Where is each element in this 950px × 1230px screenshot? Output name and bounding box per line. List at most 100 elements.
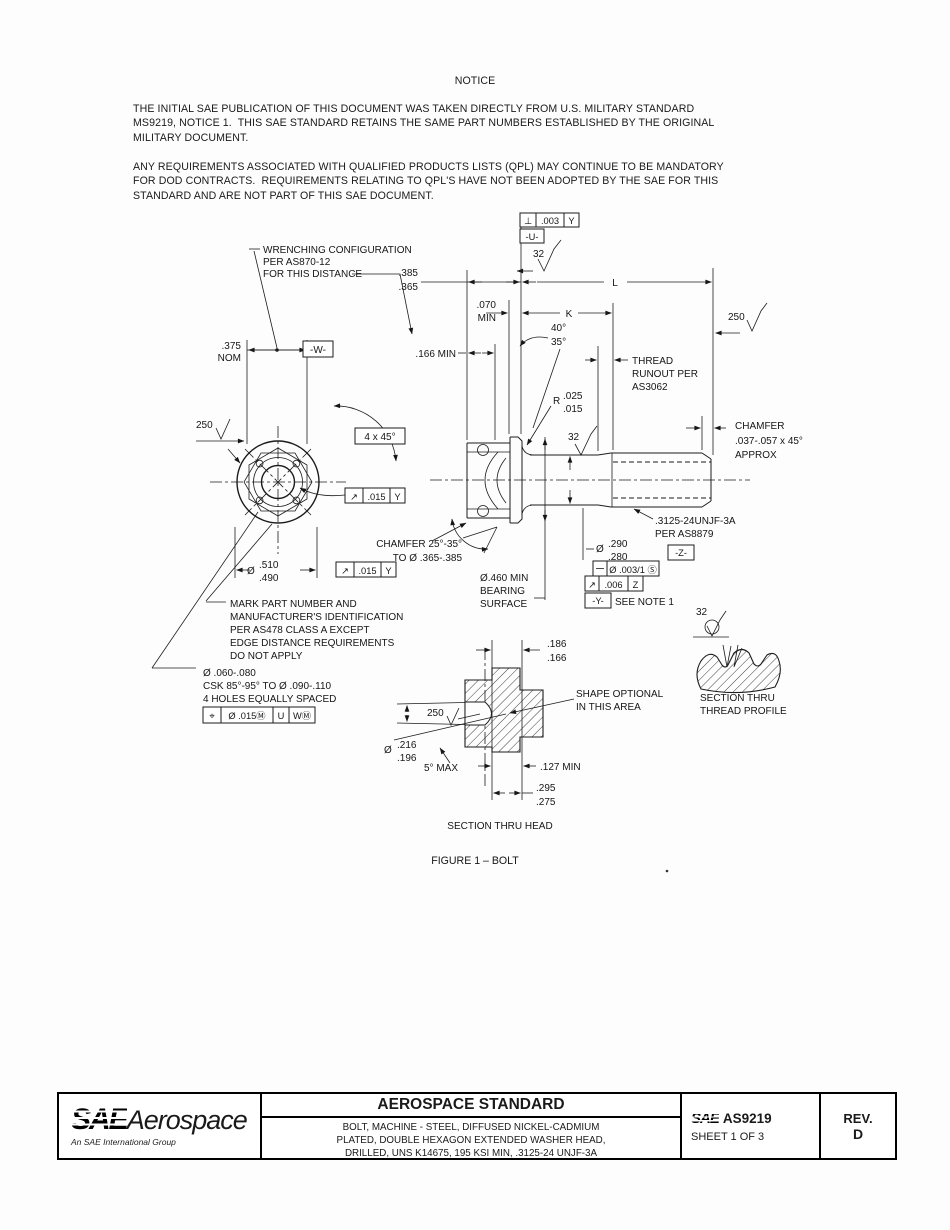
dim-text: .216	[397, 740, 417, 751]
note-line: APPROX	[735, 450, 777, 461]
finish-value: 250	[427, 708, 444, 719]
sae-logo-small-icon: SAE	[691, 1109, 720, 1127]
fcf-runout-015-upper: ↗ .015 Y	[299, 487, 406, 504]
revision-cell: REV. D	[821, 1094, 895, 1158]
dim-text: 35°	[551, 337, 566, 348]
datum-label: -Y-	[592, 596, 604, 606]
wrenching-note: WRENCHING CONFIGURATION PER AS870-12 FOR…	[249, 245, 414, 352]
datum-z-box	[667, 544, 695, 561]
notice-line: STANDARD AND ARE NOT PART OF THIS SAE DO…	[133, 189, 434, 202]
stray-dot	[665, 869, 669, 873]
finish-value: 32	[696, 607, 708, 618]
side-view	[466, 436, 712, 524]
fcf-value: .006	[604, 580, 622, 590]
dim-166-min: .166 MIN	[415, 349, 494, 360]
section-caption: SECTION THRU HEAD	[447, 821, 552, 832]
chamfer-note-thread-end: CHAMFER .037-.057 x 45° APPROX	[686, 421, 803, 461]
document-type: AEROSPACE STANDARD	[262, 1094, 680, 1118]
surface-finish-icon	[574, 425, 598, 456]
section-caption: SECTION THRU	[700, 693, 775, 704]
radius-note: R .025 .015	[526, 391, 583, 446]
datum-y-box	[584, 592, 612, 609]
fcf-datum: Y	[385, 566, 391, 576]
note-line: PER AS870-12	[263, 257, 331, 268]
datum-label: -U-	[526, 232, 539, 242]
document-number: AS9219	[722, 1110, 772, 1126]
section-thru-thread: 32 SECTION THRU THREAD PROFILE	[693, 607, 787, 717]
finish-value: 32	[568, 432, 580, 443]
note-line: RUNOUT PER	[632, 369, 698, 380]
notice-line: MS9219, NOTICE 1. THIS SAE STANDARD RETA…	[133, 117, 715, 130]
section-thru-head: .186 .166 SHAPE OPTIONAL IN THIS AREA 25…	[384, 639, 664, 832]
dim-text: .166	[547, 653, 567, 664]
dim-text: .275	[536, 797, 556, 808]
dim-dia-290: Ø .290 .280 Ø .003/1 Ⓢ ↗ .006 Z -Y- SEE …	[567, 456, 674, 609]
end-view	[236, 440, 320, 524]
dim-dia-510: Ø .510 .490 ↗ .015 Y	[234, 527, 397, 584]
datum-u-box	[519, 228, 545, 244]
note-line: MARK PART NUMBER AND	[230, 599, 357, 610]
notice-line: THE INITIAL SAE PUBLICATION OF THIS DOCU…	[133, 103, 695, 115]
fcf-value: Ø .003/1 Ⓢ	[609, 565, 657, 575]
dim-text: .290	[608, 539, 628, 550]
fcf-value: .015	[367, 492, 385, 502]
dim-text: L	[612, 278, 618, 289]
dim-text: 40°	[551, 323, 566, 334]
figure-caption: FIGURE 1 – BOLT	[431, 855, 519, 867]
fcf-datum: WⓂ	[293, 711, 311, 721]
sheet-number: SHEET 1 OF 3	[691, 1130, 765, 1143]
title-block: SAE Aerospace An SAE International Group…	[57, 1092, 897, 1160]
datum-label: -W-	[310, 345, 326, 356]
runout-symbol: ↗	[350, 492, 358, 502]
note-line: AS3062	[632, 382, 668, 393]
dim-text: 5° MAX	[424, 763, 458, 774]
dim-text: .015	[563, 404, 583, 415]
note-line: CHAMFER 25°-35°	[376, 539, 462, 550]
surface-finish-250-endview: 250	[196, 418, 245, 464]
fcf-datum: Y	[568, 216, 574, 226]
note-line: Ø.460 MIN	[480, 573, 528, 584]
dim-text: .365	[399, 282, 419, 293]
position-symbol: ⌖	[209, 711, 214, 721]
note-line: FOR THIS DISTANCE	[263, 269, 362, 280]
note-line: SEE NOTE 1	[615, 597, 674, 608]
dim-text: .196	[397, 753, 417, 764]
dim-text: .186	[547, 639, 567, 650]
surface-finish-250-shank: 250	[715, 302, 768, 336]
note-line: MANUFACTURER'S IDENTIFICATION	[230, 612, 403, 623]
datum-w-box	[302, 340, 334, 358]
logo-aerospace-text: Aerospace	[126, 1105, 248, 1135]
dia-symbol: Ø	[247, 566, 255, 577]
document-subtitle-line: DRILLED, UNS K14675, 195 KSI MIN, .3125-…	[344, 1148, 598, 1159]
note-line: PER AS478 CLASS A EXCEPT	[230, 625, 370, 636]
surface-finish-icon	[446, 707, 460, 726]
dim-385-365-L: .385 .365 L	[399, 268, 712, 293]
note-line: DO NOT APPLY	[230, 651, 303, 662]
note-line: WRENCHING CONFIGURATION	[263, 245, 412, 256]
datum-label: -Z-	[675, 548, 687, 558]
notice-paragraph-2: ANY REQUIREMENTS ASSOCIATED WITH QUALIFI…	[133, 160, 724, 203]
note-line: IN THIS AREA	[576, 702, 641, 713]
angle-40-35: 40° 35°	[519, 323, 566, 429]
extension-lines	[466, 214, 714, 600]
dim-text: .295	[536, 783, 556, 794]
dia-symbol: Ø	[384, 745, 392, 756]
runout-symbol: ↗	[588, 580, 596, 590]
note-line: .037-.057 x 45°	[735, 436, 803, 447]
label-box	[354, 427, 406, 445]
machining-symbol-icon	[704, 619, 720, 635]
dim-text: K	[566, 309, 573, 320]
note-line: .3125-24UNJF-3A	[655, 516, 736, 527]
fcf-value: .003	[541, 216, 559, 226]
dim-text: .070	[477, 300, 497, 311]
surface-finish-icon	[706, 610, 727, 637]
surface-finish-32-shank: 32	[568, 425, 598, 456]
surface-finish-icon	[537, 239, 562, 272]
notice-line: MILITARY DOCUMENT.	[133, 131, 249, 144]
thread-runout-note: THREAD RUNOUT PER AS3062	[585, 356, 698, 393]
document-subtitle-line: BOLT, MACHINE - STEEL, DIFFUSED NICKEL-C…	[342, 1122, 600, 1133]
dim-text: 4 x 45°	[364, 432, 395, 443]
dia-symbol: Ø	[596, 544, 604, 555]
note-line: SURFACE	[480, 599, 528, 610]
